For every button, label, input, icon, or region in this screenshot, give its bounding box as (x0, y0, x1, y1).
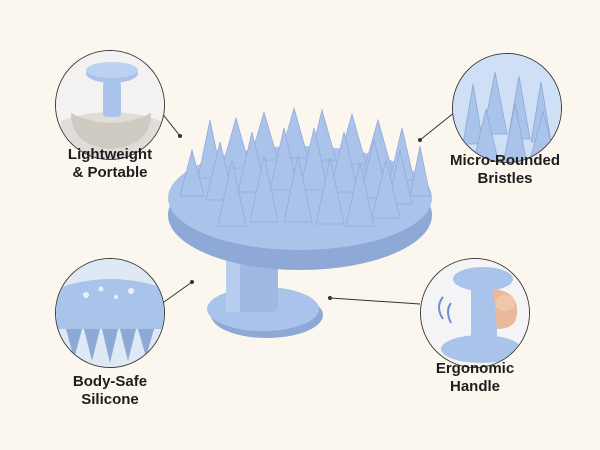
callout-handle-circle (420, 258, 530, 368)
silicone-closeup-icon (56, 259, 164, 367)
label-silicone-line2: Silicone (81, 391, 139, 408)
label-lightweight-line2: & Portable (72, 164, 148, 181)
label-silicone-line1: Body-Safe (72, 373, 148, 390)
label-bristles-line2: Bristles (477, 170, 533, 187)
label-bristles-line1: Micro-Rounded (450, 152, 560, 169)
label-lightweight-line1: Lightweight (67, 146, 153, 163)
stand-portable-icon (56, 51, 164, 159)
label-handle-line1: Ergonomic (435, 360, 515, 377)
label-handle-line2: Handle (449, 378, 500, 395)
bristles-closeup-icon (453, 54, 561, 162)
label-silicone: Body-Safe Silicone (40, 373, 180, 409)
label-bristles: Micro-Rounded Bristles (430, 152, 580, 188)
label-handle: Ergonomic Handle (400, 360, 550, 396)
label-lightweight: Lightweight & Portable (40, 146, 180, 182)
callout-lightweight-circle (55, 50, 165, 160)
hand-grip-icon (421, 259, 529, 367)
callout-silicone-circle (55, 258, 165, 368)
callout-bristles-circle (452, 53, 562, 163)
